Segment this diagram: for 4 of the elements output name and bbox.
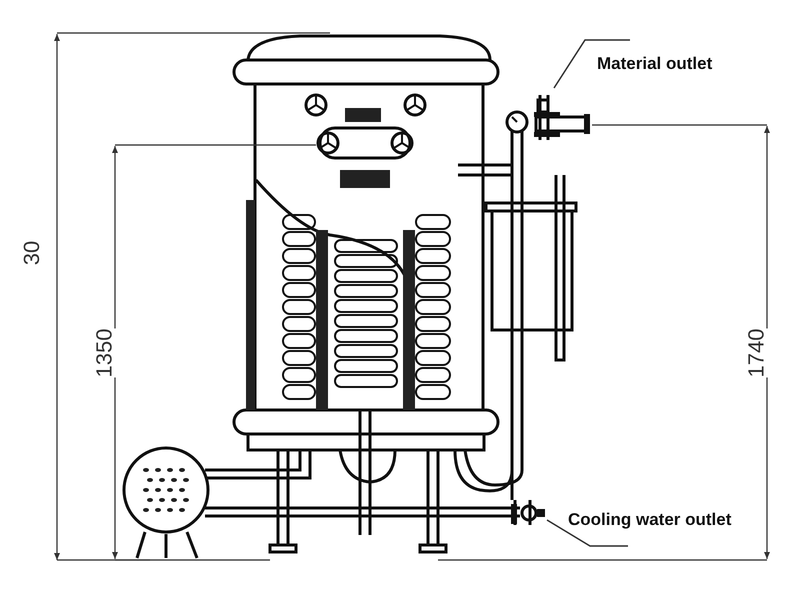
callout-text: Cooling water outlet [568, 508, 776, 546]
callout-text: Material outlet [597, 40, 782, 74]
leader-line [546, 519, 628, 547]
leader-line [553, 39, 630, 88]
